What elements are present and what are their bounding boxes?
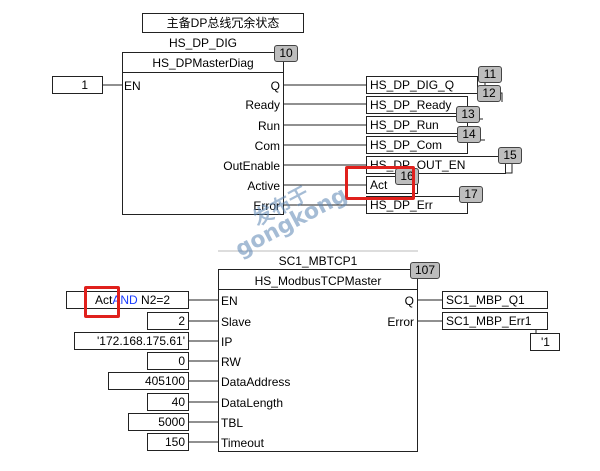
expr-operand-n2: N2=2: [141, 293, 171, 307]
block1-pin-com: Com: [254, 139, 280, 153]
input-dataaddress-value[interactable]: 405100: [108, 372, 189, 390]
input-slave-value[interactable]: 2: [147, 312, 189, 330]
input-timeout-value[interactable]: 150: [147, 433, 189, 451]
block1-en-input-value[interactable]: 1: [52, 76, 103, 94]
block1-pin-q: Q: [270, 79, 280, 93]
input-ip-value[interactable]: '172.168.175.61': [74, 332, 189, 350]
output-var-hs-dp-err[interactable]: HS_DP_Err: [366, 196, 468, 214]
output-var-hs-dp-run[interactable]: HS_DP_Run: [366, 116, 468, 134]
block2-pin-en: EN: [221, 294, 238, 308]
block1-function-block[interactable]: HS_DPMasterDiag EN Q Ready Run Com OutEn…: [122, 52, 284, 215]
input-datalength-value[interactable]: 40: [147, 393, 189, 411]
input-tbl-value[interactable]: 5000: [128, 413, 189, 431]
input-rw-value[interactable]: 0: [147, 352, 189, 370]
block1-pin-error: Error: [253, 199, 280, 213]
block2-pin-tbl: TBL: [221, 416, 244, 430]
comment-box[interactable]: 主备DP总线冗余状态: [142, 13, 304, 33]
highlight-act-input: [84, 286, 120, 318]
output-var-hs-dp-com[interactable]: HS_DP_Com: [366, 136, 468, 154]
output-var-hs-dp-dig-q[interactable]: HS_DP_DIG_Q: [366, 76, 478, 94]
block2-pin-slave: Slave: [221, 315, 252, 329]
output-num-17: 17: [459, 186, 483, 203]
block2-instance-name: SC1_MBTCP1: [278, 254, 358, 268]
comment-text: 主备DP总线冗余状态: [166, 16, 280, 30]
block1-instance-name: HS_DP_DIG: [168, 36, 238, 50]
block2-pin-ip: IP: [221, 335, 233, 349]
block2-pin-rw: RW: [221, 355, 241, 369]
block1-pin-ready: Ready: [245, 98, 280, 112]
block2-type-name: HS_ModbusTCPMaster: [254, 274, 382, 288]
output-var-hs-dp-ready[interactable]: HS_DP_Ready: [366, 96, 468, 114]
output-num-12: 12: [477, 85, 501, 102]
block2-pin-q: Q: [404, 294, 414, 308]
block2-number-badge: 107: [410, 262, 440, 279]
expr-operand-act: Act: [95, 293, 113, 307]
block1-number-badge: 10: [274, 45, 298, 62]
block2-pin-error: Error: [387, 315, 414, 329]
block1-pin-active: Active: [247, 179, 280, 193]
block1-header-divider: [123, 72, 283, 73]
block1-type-name: HS_DPMasterDiag: [152, 56, 254, 70]
block2-function-block[interactable]: HS_ModbusTCPMaster EN Slave IP RW DataAd…: [218, 269, 418, 452]
block1-pin-run: Run: [257, 119, 280, 133]
block2-header-divider: [219, 289, 417, 290]
block1-pin-outenable: OutEnable: [223, 159, 280, 173]
block1-pin-en: EN: [124, 79, 141, 93]
block2-pin-timeout: Timeout: [221, 436, 264, 450]
output-num-11: 11: [478, 66, 502, 83]
output-extra-value[interactable]: '1: [530, 333, 560, 351]
output-var-sc1-mbp-q1[interactable]: SC1_MBP_Q1: [442, 291, 548, 309]
output-num-15: 15: [498, 147, 522, 164]
output-num-14: 14: [457, 126, 481, 143]
output-var-sc1-mbp-err1[interactable]: SC1_MBP_Err1: [442, 312, 548, 330]
block2-pin-datalength: DataLength: [221, 396, 284, 410]
block2-pin-dataaddress: DataAddress: [221, 375, 291, 389]
output-num-13: 13: [456, 106, 480, 123]
highlight-act-output: [345, 166, 415, 200]
